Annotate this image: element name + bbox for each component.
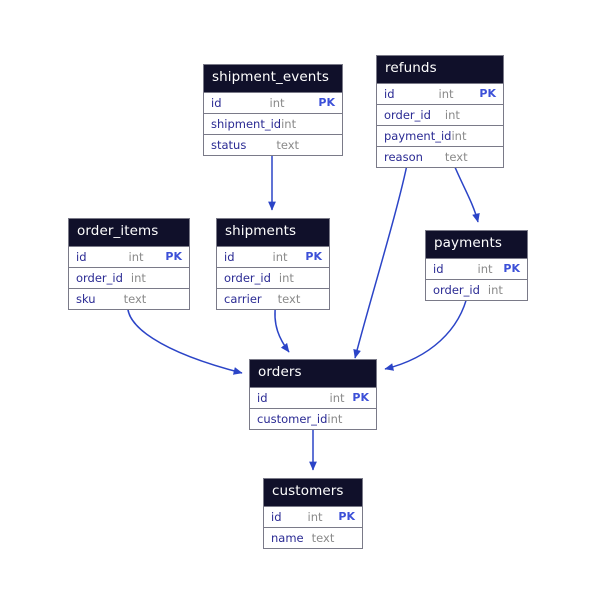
- entity-title-refunds: refunds: [377, 56, 503, 83]
- field-type: int: [477, 261, 493, 276]
- field-name: customer_id: [257, 411, 328, 426]
- field-name: order_id: [384, 107, 431, 122]
- field-name: id: [224, 249, 235, 264]
- field-name: id: [76, 249, 87, 264]
- field-key-badge: PK: [318, 96, 335, 109]
- field-type: int: [269, 95, 285, 110]
- field-name: order_id: [76, 270, 123, 285]
- field-name: order_id: [433, 282, 480, 297]
- entity-title-orders: orders: [250, 360, 376, 387]
- field-type: text: [277, 291, 301, 306]
- entity-title-shipments: shipments: [217, 219, 329, 246]
- field-name: payment_id: [384, 128, 452, 143]
- field-row[interactable]: id int PK: [377, 82, 503, 104]
- field-row[interactable]: id int PK: [426, 257, 527, 279]
- field-row[interactable]: order_id int: [217, 266, 329, 288]
- field-key-badge: PK: [165, 250, 182, 263]
- field-type: int: [130, 270, 146, 285]
- field-name: id: [257, 390, 268, 405]
- field-type: text: [311, 530, 335, 545]
- edge-refunds-to-orders: [353, 159, 409, 359]
- field-row[interactable]: order_id int: [69, 266, 189, 288]
- field-row[interactable]: id int PK: [69, 245, 189, 267]
- field-type: int: [327, 411, 343, 426]
- field-type: int: [438, 86, 454, 101]
- field-name: status: [211, 137, 247, 152]
- field-type: text: [123, 291, 147, 306]
- field-type: int: [329, 390, 345, 405]
- edge-order_items-to-orders: [127, 302, 243, 375]
- field-name: name: [271, 530, 304, 545]
- entity-title-customers: customers: [264, 479, 362, 506]
- field-row[interactable]: order_id int: [377, 103, 503, 125]
- field-row[interactable]: order_id int: [426, 278, 527, 300]
- field-row[interactable]: sku text: [69, 287, 189, 309]
- field-type: int: [281, 116, 297, 131]
- field-row[interactable]: carrier text: [217, 287, 329, 309]
- field-row[interactable]: id int PK: [204, 91, 342, 113]
- field-key-badge: PK: [479, 87, 496, 100]
- field-name: id: [433, 261, 444, 276]
- field-name: shipment_id: [211, 116, 282, 131]
- field-name: order_id: [224, 270, 271, 285]
- field-name: sku: [76, 291, 96, 306]
- entity-title-order_items: order_items: [69, 219, 189, 246]
- entity-table-customers[interactable]: customers id int PK name text: [263, 478, 363, 549]
- field-row[interactable]: name text: [264, 526, 362, 548]
- field-name: id: [384, 86, 395, 101]
- field-name: id: [211, 95, 222, 110]
- field-key-badge: PK: [305, 250, 322, 263]
- field-name: reason: [384, 149, 423, 164]
- field-type: int: [487, 282, 503, 297]
- field-type: int: [128, 249, 144, 264]
- field-name: carrier: [224, 291, 262, 306]
- field-key-badge: PK: [503, 262, 520, 275]
- field-name: id: [271, 509, 282, 524]
- edge-payments-to-orders: [384, 292, 469, 371]
- field-type: int: [444, 107, 460, 122]
- edge-refunds-to-payments: [451, 159, 480, 223]
- field-type: text: [276, 137, 300, 152]
- entity-title-shipment_events: shipment_events: [204, 65, 342, 92]
- field-type: int: [451, 128, 467, 143]
- field-row[interactable]: id int PK: [217, 245, 329, 267]
- field-key-badge: PK: [352, 391, 369, 404]
- field-type: text: [444, 149, 468, 164]
- field-type: int: [272, 249, 288, 264]
- field-key-badge: PK: [338, 510, 355, 523]
- field-row[interactable]: reason text: [377, 145, 503, 167]
- field-row[interactable]: status text: [204, 133, 342, 155]
- field-row[interactable]: id int PK: [264, 505, 362, 527]
- entity-title-payments: payments: [426, 231, 527, 258]
- field-row[interactable]: id int PK: [250, 386, 376, 408]
- field-type: int: [307, 509, 323, 524]
- field-type: int: [278, 270, 294, 285]
- edge-shipments-to-orders: [274, 302, 290, 353]
